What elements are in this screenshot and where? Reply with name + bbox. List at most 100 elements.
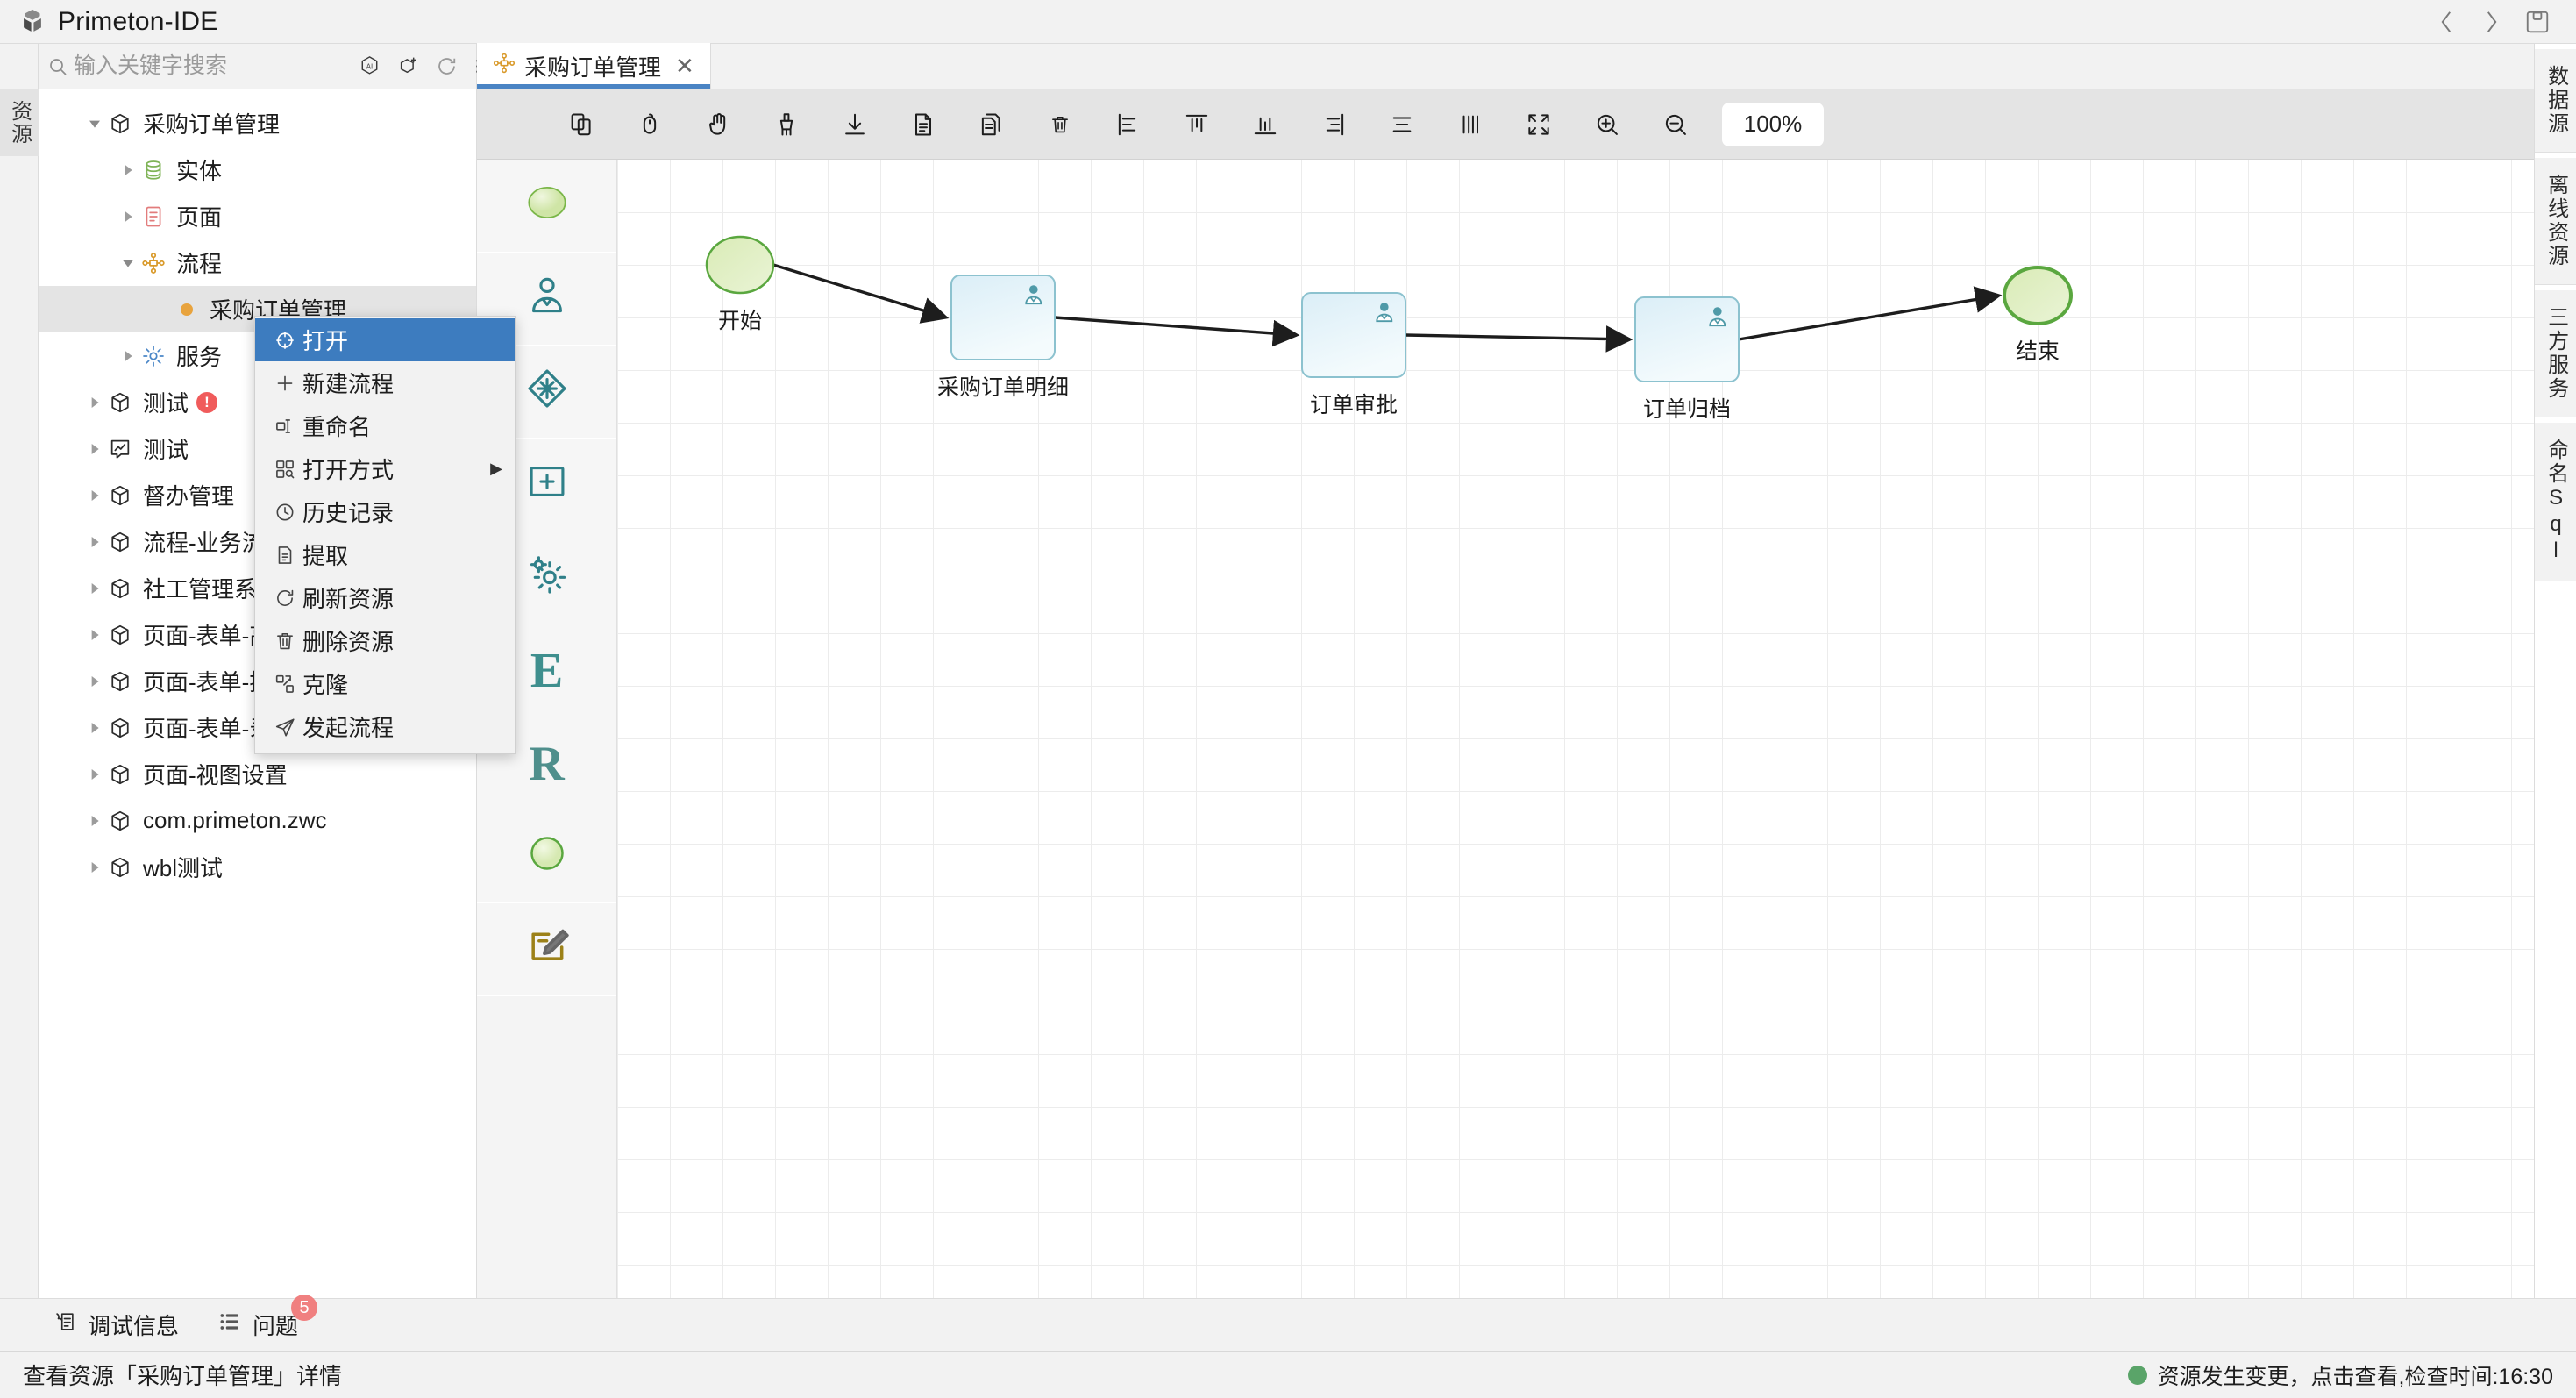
tree-item[interactable]: wbl测试 (39, 844, 476, 890)
caret-right-icon[interactable] (84, 489, 105, 503)
context-menu-item[interactable]: 刷新资源 (255, 576, 515, 619)
caret-right-icon[interactable] (84, 721, 105, 735)
caret-right-icon[interactable] (84, 396, 105, 410)
package-icon (105, 390, 135, 415)
person-icon (525, 274, 569, 324)
context-menu-item[interactable]: 克隆 (255, 662, 515, 705)
search-input[interactable] (68, 53, 356, 79)
save-button[interactable] (2515, 3, 2560, 41)
caret-right-icon[interactable] (117, 210, 139, 224)
forward-button[interactable] (2469, 3, 2515, 41)
rail-tab-resources[interactable]: 资源 (0, 89, 39, 156)
caret-right-icon[interactable] (84, 581, 105, 596)
tab-purchase-order-flow[interactable]: 采购订单管理 ✕ (477, 43, 711, 89)
tree-item-label: 测试 (143, 386, 189, 418)
caret-right-icon[interactable] (84, 628, 105, 642)
package-icon (105, 716, 135, 740)
context-menu-item[interactable]: 新建流程 (255, 361, 515, 404)
align-right-icon[interactable] (1299, 97, 1368, 152)
task-node[interactable] (1635, 297, 1739, 382)
flow-edge[interactable] (1405, 335, 1630, 339)
service-icon (139, 344, 168, 368)
caret-right-icon[interactable] (84, 767, 105, 781)
tree-item[interactable]: com.primeton.zwc (39, 797, 476, 844)
resource-context-menu[interactable]: 打开新建流程重命名打开方式▶历史记录提取刷新资源删除资源克隆发起流程 (254, 316, 516, 754)
context-menu-item[interactable]: 删除资源 (255, 619, 515, 662)
right-rail-tab[interactable]: 命名Sql (2535, 423, 2576, 581)
palette-start-node[interactable] (477, 160, 616, 253)
caret-right-icon[interactable] (84, 674, 105, 688)
align-bottom-icon[interactable] (1231, 97, 1299, 152)
tree-item[interactable]: 页面 (39, 193, 476, 239)
palette-end-node[interactable] (477, 810, 616, 903)
package-icon (105, 809, 135, 833)
tree-item[interactable]: 采购订单管理 (39, 100, 476, 146)
bottom-panel-tab[interactable]: 问题5 (217, 1309, 298, 1341)
right-rail-tab[interactable]: 数据源 (2535, 49, 2576, 153)
context-menu-item[interactable]: 历史记录 (255, 490, 515, 533)
fit-screen-icon[interactable] (1505, 97, 1573, 152)
new-resource-icon[interactable] (395, 53, 421, 80)
ai-assist-icon[interactable]: AI (356, 53, 382, 80)
left-rail: 资源 (0, 44, 39, 1298)
tree-item[interactable]: 流程 (39, 239, 476, 286)
right-rail-tab[interactable]: 离线资源 (2535, 158, 2576, 285)
package-icon (105, 669, 135, 694)
task-node[interactable] (1302, 293, 1405, 377)
caret-right-icon[interactable] (84, 860, 105, 874)
tree-item-label: 督办管理 (143, 479, 234, 511)
caret-down-icon[interactable] (84, 117, 105, 131)
caret-right-icon[interactable] (84, 814, 105, 828)
status-right-message[interactable]: 资源发生变更，点击查看,检查时间:16:30 (2128, 1359, 2553, 1391)
context-menu-item[interactable]: 提取 (255, 533, 515, 576)
task-node[interactable] (951, 275, 1055, 360)
flow-canvas[interactable]: 开始采购订单明细订单审批订单归档结束 (617, 160, 2534, 1298)
trash-icon[interactable] (1026, 97, 1094, 152)
align-left-icon[interactable] (1094, 97, 1163, 152)
refresh-icon (267, 587, 302, 610)
refresh-icon[interactable] (433, 53, 459, 80)
zoom-in-icon[interactable] (1573, 97, 1641, 152)
chart-icon (105, 437, 135, 461)
duplicate-file-icon[interactable] (957, 97, 1026, 152)
start-node[interactable] (707, 237, 773, 293)
close-icon[interactable]: ✕ (675, 53, 694, 80)
hand-pan-icon[interactable] (684, 97, 752, 152)
tree-item[interactable]: 页面-视图设置 (39, 751, 476, 797)
caret-right-icon[interactable] (117, 163, 139, 177)
brush-format-icon[interactable] (752, 97, 821, 152)
context-menu-item[interactable]: 打开 (255, 318, 515, 361)
open-icon (267, 329, 302, 352)
context-menu-item[interactable]: 发起流程 (255, 705, 515, 748)
new-file-icon[interactable] (889, 97, 957, 152)
flow-edge[interactable] (1055, 317, 1297, 335)
caret-right-icon[interactable] (84, 442, 105, 456)
tree-item[interactable]: 实体 (39, 146, 476, 193)
download-icon[interactable] (821, 97, 889, 152)
caret-down-icon[interactable] (117, 256, 139, 270)
node-label: 订单审批 (1310, 388, 1398, 419)
right-rail-tab[interactable]: 三方服务 (2535, 290, 2576, 417)
context-menu-item[interactable]: 打开方式▶ (255, 447, 515, 490)
back-button[interactable] (2423, 3, 2469, 41)
context-menu-item[interactable]: 重命名 (255, 404, 515, 447)
caret-right-icon[interactable] (84, 535, 105, 549)
flow-edge[interactable] (1739, 296, 1999, 339)
end-node[interactable] (2004, 267, 2071, 324)
zoom-level-value[interactable]: 100% (1722, 103, 1824, 146)
copy-icon[interactable] (547, 97, 616, 152)
mouse-pointer-icon[interactable] (616, 97, 684, 152)
context-menu-item-label: 刷新资源 (302, 581, 394, 614)
palette-annotation[interactable] (477, 903, 616, 996)
context-menu-item-label: 打开 (302, 324, 348, 356)
package-icon (105, 530, 135, 554)
bottom-panel-tab[interactable]: 调试信息 (53, 1309, 179, 1341)
caret-right-icon[interactable] (117, 349, 139, 363)
align-center-horizontal-icon[interactable] (1368, 97, 1436, 152)
distribute-vertical-icon[interactable] (1436, 97, 1505, 152)
search-icon (47, 56, 68, 77)
send-plane-icon (267, 716, 302, 738)
flow-edge[interactable] (773, 265, 946, 317)
zoom-out-icon[interactable] (1641, 97, 1710, 152)
align-top-icon[interactable] (1163, 97, 1231, 152)
